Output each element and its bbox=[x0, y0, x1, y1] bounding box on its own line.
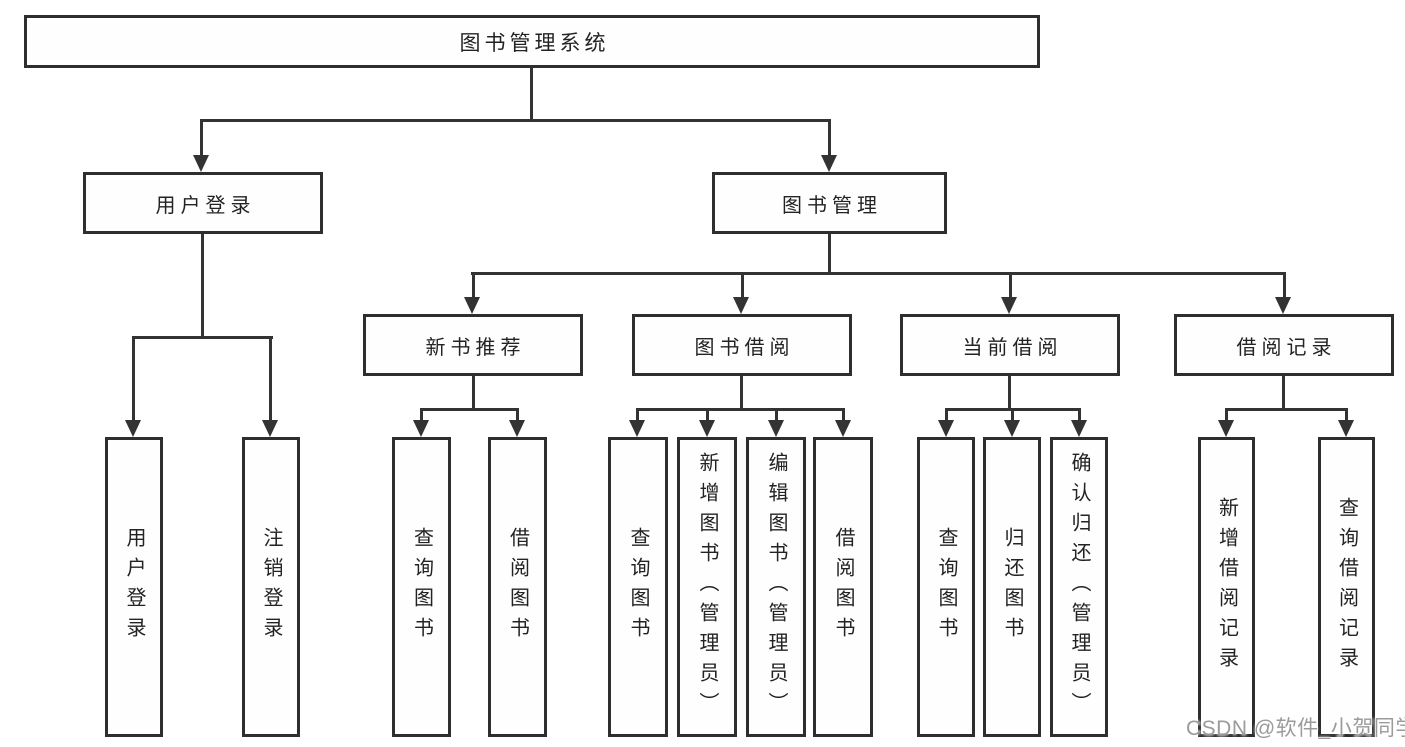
connector-line bbox=[1009, 272, 1012, 300]
leaf-query-borrow-record: 查询借阅记录 bbox=[1318, 437, 1375, 737]
arrow-down-icon bbox=[125, 420, 141, 437]
arrow-down-icon bbox=[1275, 297, 1291, 314]
leaf-label: 新增图书（管理员） bbox=[696, 452, 718, 722]
node-borrow-records: 借阅记录 bbox=[1174, 314, 1394, 376]
connector-line bbox=[741, 272, 744, 300]
connector-line bbox=[1345, 408, 1348, 423]
leaf-label: 查询图书 bbox=[627, 527, 649, 647]
arrow-down-icon bbox=[699, 420, 715, 437]
arrow-down-icon bbox=[1338, 420, 1354, 437]
connector-line bbox=[132, 336, 135, 422]
connector-line bbox=[1282, 376, 1285, 410]
arrow-down-icon bbox=[193, 155, 209, 172]
leaf-add-books-admin: 新增图书（管理员） bbox=[677, 437, 737, 737]
leaf-user-login: 用户登录 bbox=[105, 437, 163, 737]
arrow-down-icon bbox=[464, 297, 480, 314]
arrow-down-icon bbox=[509, 420, 525, 437]
arrow-down-icon bbox=[733, 297, 749, 314]
node-label: 用户登录 bbox=[155, 194, 256, 217]
node-book-management: 图书管理 bbox=[712, 172, 947, 234]
leaf-logout: 注销登录 bbox=[242, 437, 300, 737]
connector-line bbox=[945, 408, 948, 423]
connector-line bbox=[636, 408, 639, 423]
arrow-down-icon bbox=[262, 420, 278, 437]
connector-line bbox=[530, 68, 533, 122]
connector-line bbox=[1011, 408, 1014, 423]
connector-line bbox=[133, 336, 273, 339]
connector-line bbox=[1225, 408, 1348, 411]
connector-line bbox=[471, 272, 1285, 275]
leaf-label: 借阅图书 bbox=[506, 527, 529, 647]
connector-line bbox=[1283, 272, 1286, 300]
leaf-label: 确认归还（管理员） bbox=[1068, 452, 1090, 722]
connector-line bbox=[828, 234, 831, 274]
connector-line bbox=[706, 408, 709, 423]
connector-line bbox=[516, 408, 519, 423]
arrow-down-icon bbox=[1001, 297, 1017, 314]
connector-line bbox=[420, 408, 423, 423]
arrow-down-icon bbox=[413, 420, 429, 437]
node-label: 借阅记录 bbox=[1236, 336, 1337, 359]
connector-line bbox=[200, 119, 203, 158]
node-library-system: 图书管理系统 bbox=[24, 15, 1040, 68]
connector-line bbox=[1078, 408, 1081, 423]
leaf-add-borrow-record: 新增借阅记录 bbox=[1198, 437, 1255, 737]
leaf-edit-books-admin: 编辑图书（管理员） bbox=[746, 437, 806, 737]
connector-line bbox=[842, 408, 845, 423]
arrow-down-icon bbox=[1004, 420, 1020, 437]
node-user-login: 用户登录 bbox=[83, 172, 323, 234]
leaf-label: 编辑图书（管理员） bbox=[765, 452, 787, 722]
connector-line bbox=[1008, 376, 1011, 410]
leaf-label: 用户登录 bbox=[123, 527, 145, 647]
arrow-down-icon bbox=[821, 155, 837, 172]
connector-line bbox=[269, 336, 272, 422]
node-label: 当前借阅 bbox=[962, 336, 1063, 359]
connector-line bbox=[201, 234, 204, 338]
leaf-label: 查询图书 bbox=[935, 527, 957, 647]
leaf-borrow-books: 借阅图书 bbox=[488, 437, 547, 737]
leaf-return-books: 归还图书 bbox=[983, 437, 1041, 737]
connector-line bbox=[472, 272, 475, 300]
leaf-label: 新增借阅记录 bbox=[1215, 497, 1238, 677]
leaf-borrow-books: 借阅图书 bbox=[813, 437, 873, 737]
arrow-down-icon bbox=[938, 420, 954, 437]
node-label: 新书推荐 bbox=[425, 336, 526, 359]
connector-line bbox=[1225, 408, 1228, 423]
leaf-label: 借阅图书 bbox=[832, 527, 854, 647]
connector-line bbox=[828, 119, 831, 158]
connector-line bbox=[636, 408, 845, 411]
leaf-confirm-return-admin: 确认归还（管理员） bbox=[1050, 437, 1108, 737]
node-label: 图书借阅 bbox=[694, 336, 795, 359]
connector-line bbox=[201, 119, 831, 122]
node-current-borrowing: 当前借阅 bbox=[900, 314, 1120, 376]
leaf-label: 查询借阅记录 bbox=[1335, 497, 1358, 677]
leaf-label: 归还图书 bbox=[1001, 527, 1023, 647]
connector-line bbox=[420, 408, 519, 411]
connector-line bbox=[775, 408, 778, 423]
csdn-watermark: CSDN @软件_小贺同学 bbox=[1186, 717, 1405, 740]
arrow-down-icon bbox=[835, 420, 851, 437]
node-book-borrowing: 图书借阅 bbox=[632, 314, 852, 376]
arrow-down-icon bbox=[1071, 420, 1087, 437]
connector-line bbox=[740, 376, 743, 410]
node-new-book-recommend: 新书推荐 bbox=[363, 314, 583, 376]
node-label: 图书管理 bbox=[782, 194, 882, 217]
connector-line bbox=[472, 376, 475, 410]
leaf-query-books: 查询图书 bbox=[392, 437, 451, 737]
leaf-label: 查询图书 bbox=[410, 527, 433, 647]
leaf-label: 注销登录 bbox=[260, 527, 282, 647]
leaf-query-books: 查询图书 bbox=[608, 437, 668, 737]
node-label: 图书管理系统 bbox=[459, 31, 610, 55]
arrow-down-icon bbox=[1218, 420, 1234, 437]
arrow-down-icon bbox=[768, 420, 784, 437]
leaf-query-books: 查询图书 bbox=[917, 437, 975, 737]
arrow-down-icon bbox=[629, 420, 645, 437]
